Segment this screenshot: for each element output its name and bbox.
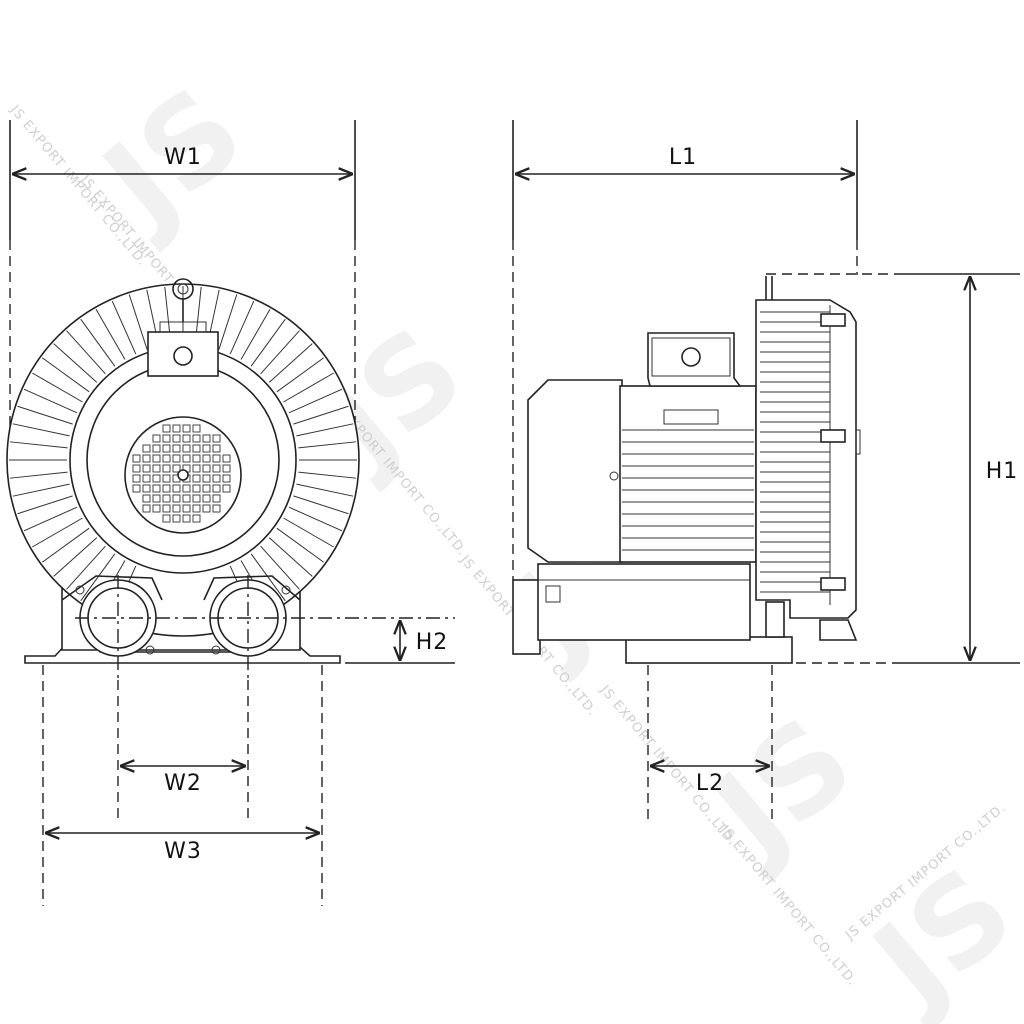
h2-label: H2: [416, 630, 449, 655]
w2-label: W2: [164, 771, 202, 796]
side-view: H1 L1 L2: [512, 120, 1020, 820]
side-blower-housing: [755, 299, 857, 619]
side-base-plate: [625, 636, 793, 664]
motor-body: [619, 385, 757, 563]
side-lower-bracket: [537, 563, 751, 641]
side-terminal-box: [647, 332, 742, 387]
inlet-port: [79, 579, 157, 657]
housing-fins: [760, 305, 831, 605]
motor-fins: [622, 429, 754, 551]
l2-label: L2: [696, 771, 724, 796]
w3-label: W3: [164, 839, 202, 864]
l1-label: L1: [669, 145, 697, 170]
side-fan-cover: [527, 379, 623, 563]
fan-grille: [132, 424, 231, 523]
front-terminal-box: [147, 331, 219, 377]
h1-label: H1: [986, 459, 1019, 484]
front-view: W1 H2 W2 W3: [6, 120, 455, 906]
w1-label: W1: [164, 145, 202, 170]
